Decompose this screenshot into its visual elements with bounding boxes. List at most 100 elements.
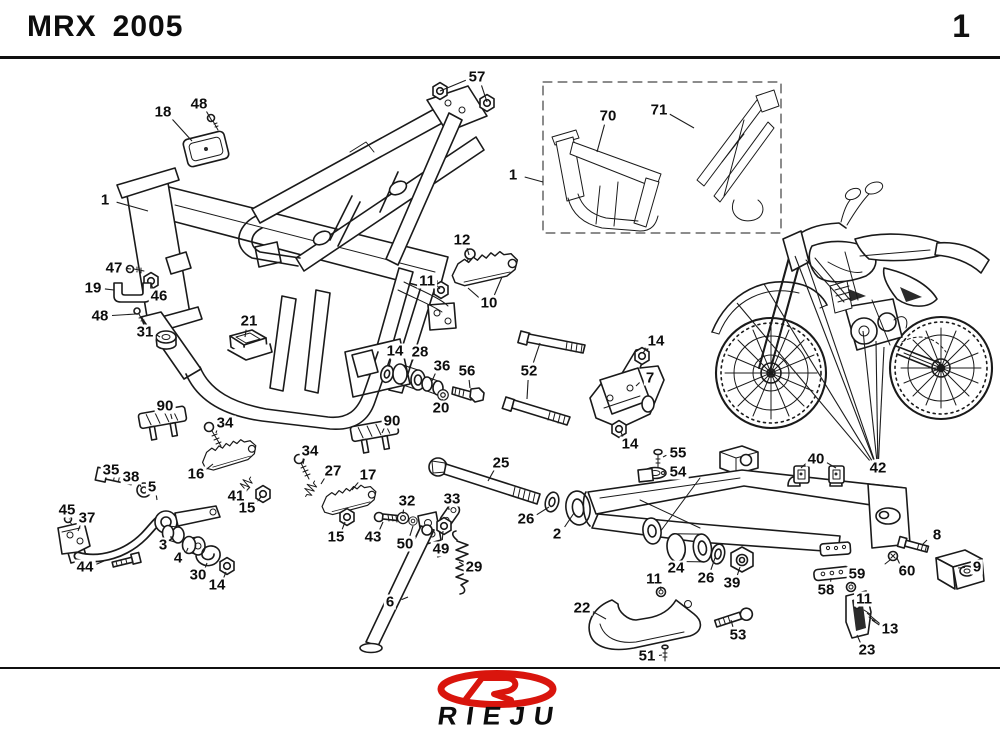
part-washer-26a [544, 491, 560, 513]
inset-subframe-71-drawing [696, 89, 780, 222]
part-nut-14c [611, 419, 627, 439]
part-footpeg-16 [199, 436, 260, 473]
page-number: 1 [952, 8, 970, 44]
leader-line [806, 262, 875, 460]
leader-line [351, 480, 360, 491]
leader-line [763, 283, 873, 461]
part-washer-26b [710, 543, 726, 565]
leader-line [245, 486, 251, 492]
leader-line [125, 267, 132, 270]
part-nut-57b [479, 93, 495, 113]
leader-line [532, 342, 541, 363]
leader-line [320, 477, 326, 485]
part-bolt-43 [373, 511, 399, 523]
leader-line [620, 431, 624, 437]
part-washer-38 [136, 482, 152, 498]
part-washer-50 [408, 516, 418, 526]
leader-line [155, 495, 158, 501]
leader-line [468, 379, 471, 389]
leader-line [536, 506, 550, 516]
part-plate-18 [182, 130, 230, 168]
part-spring-27 [300, 478, 320, 500]
part-screw-55 [653, 448, 663, 468]
leader-line [878, 346, 885, 460]
leader-line [341, 521, 346, 530]
leader-line [116, 201, 149, 212]
part-nut-14b [634, 346, 650, 366]
leader-line [855, 604, 858, 607]
leader-line [244, 329, 247, 338]
leader-line [170, 413, 173, 420]
part-nut-49 [436, 516, 452, 536]
leader-line [215, 429, 218, 434]
leader-line [736, 566, 741, 576]
part-nut-14d [219, 556, 235, 576]
part-bushing-4 [181, 535, 206, 556]
part-bolt-8 [896, 535, 930, 553]
part-footrest-rubber-90a [137, 405, 190, 443]
leader-line [635, 382, 640, 387]
part-bolt-44 [111, 551, 142, 568]
leader-line [493, 276, 503, 296]
leader-line [659, 586, 662, 591]
part-clip-40a [793, 465, 810, 484]
leader-line [388, 359, 392, 368]
leader-line [436, 285, 441, 290]
part-nut-39 [730, 546, 754, 573]
leader-line [480, 85, 488, 103]
leader-line [710, 557, 716, 570]
leader-line [171, 118, 193, 142]
leader-line [736, 302, 871, 462]
part-kickstand-6 [359, 524, 451, 654]
part-bracket-37 [57, 521, 91, 555]
leader-line [730, 619, 734, 627]
part-bolt-52b [501, 396, 571, 426]
frame-drawing [116, 167, 457, 430]
motorcycle-drawing [711, 181, 994, 430]
brand-wordmark: RIEJU [435, 701, 565, 731]
leader-line [826, 462, 837, 469]
part-screw-48b [133, 307, 145, 325]
leader-line [441, 398, 443, 401]
leader-line [223, 571, 227, 578]
footer-rule [0, 667, 1000, 669]
part-nut-15b [339, 507, 355, 527]
leader-line [96, 560, 105, 565]
leader-line [441, 530, 444, 541]
part-spring-clip-30 [195, 545, 221, 567]
part-rubber-block-9 [935, 549, 985, 590]
leader-line [856, 634, 861, 643]
model-year: 2005 [112, 10, 184, 43]
part-nut-59 [845, 581, 857, 593]
part-bolt-53 [713, 607, 754, 628]
leader-line [896, 557, 901, 565]
subframe-drawing [238, 85, 488, 272]
leader-line [526, 379, 529, 400]
leader-line [871, 619, 880, 626]
leader-line [800, 463, 807, 469]
leader-line [487, 470, 495, 482]
part-bolt-34b [293, 453, 311, 480]
leader-line [596, 124, 606, 153]
leader-line [205, 463, 214, 470]
leader-line [524, 176, 544, 183]
leader-line [439, 79, 467, 92]
rieju-logo-icon [437, 670, 557, 708]
part-bracket-19 [113, 282, 152, 303]
leader-line [681, 551, 686, 561]
inset-box [542, 81, 782, 234]
leader-line [156, 334, 161, 338]
part-bolt-34a [203, 421, 222, 447]
leader-line [794, 255, 875, 460]
inset-frame-70-drawing [551, 129, 662, 232]
leader-line [185, 547, 189, 552]
leader-line [111, 313, 137, 317]
part-bolt-35 [94, 466, 134, 486]
leader-line [458, 561, 463, 565]
header-rule [0, 56, 1000, 59]
leader-line [402, 509, 405, 515]
leader-line [150, 282, 154, 289]
